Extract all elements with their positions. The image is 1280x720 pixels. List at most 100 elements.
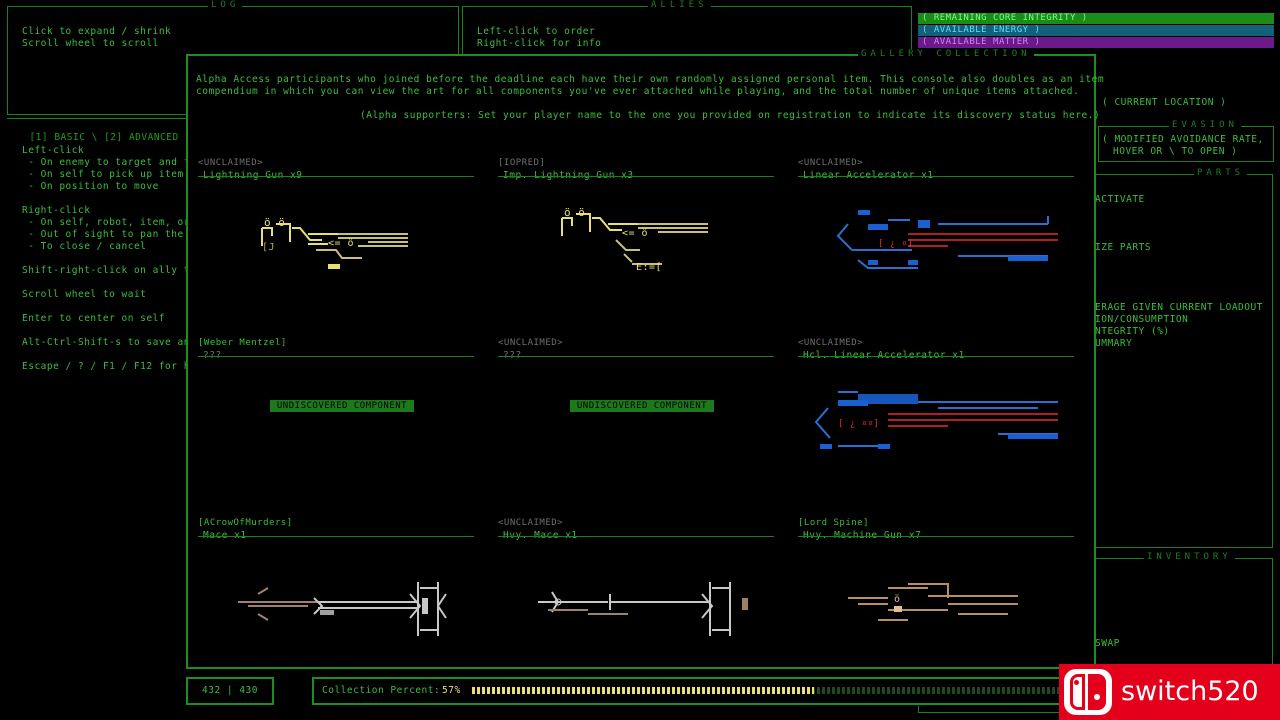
svg-text:ö: ö	[894, 594, 901, 605]
gallery-item-3[interactable]: <UNCLAIMED> Linear Accelerator x1 [ ¿ ¤]	[798, 158, 1074, 328]
item-name: Hvy. Machine Gun x7	[803, 530, 921, 541]
item-owner: [Weber Mentzel]	[198, 338, 287, 348]
item-owner: <UNCLAIMED>	[498, 338, 564, 348]
item-owner: <UNCLAIMED>	[498, 518, 564, 528]
evasion-line-2: HOVER OR \ TO OPEN )	[1113, 146, 1238, 157]
help-line-6: - On self, robot, item, or	[22, 217, 190, 228]
svg-text:E:=[: E:=[	[636, 262, 662, 273]
core-integrity-bar[interactable]: ( REMAINING CORE INTEGRITY )	[918, 13, 1274, 24]
svg-text:[J: [J	[262, 242, 275, 253]
collection-progress-track	[472, 687, 1072, 694]
gallery-item-9[interactable]: [Lord Spine] Hvy. Machine Gun x7 ö	[798, 518, 1074, 688]
item-name: Hvy. Mace x1	[503, 530, 578, 541]
svg-text:[ ¿ ¤¤]: [ ¿ ¤¤]	[838, 419, 879, 429]
parts-line-5: NTEGRITY (%)	[1095, 326, 1170, 337]
parts-panel[interactable]: PARTS ACTIVATE IZE PARTS ERAGE GIVEN CUR…	[1094, 168, 1273, 548]
help-tabs[interactable]: [1] BASIC \ [2] ADVANCED \ [	[17, 121, 204, 143]
evasion-panel[interactable]: EVASION ( MODIFIED AVOIDANCE RATE, HOVER…	[1098, 120, 1274, 162]
lightning-gun-art: ö ö <= ö [J	[261, 216, 408, 269]
gallery-item-5[interactable]: <UNCLAIMED> ??? UNDISCOVERED COMPONENT	[498, 338, 774, 508]
help-tabs-label[interactable]: [1] BASIC \ [2] ADVANCED \ [	[29, 132, 204, 143]
help-line-8: - To close / cancel	[22, 241, 147, 252]
gallery-item-6[interactable]: <UNCLAIMED> Hcl. Linear Accelerator x1 […	[798, 338, 1074, 508]
collection-percent-box: Collection Percent: 57%	[312, 677, 1096, 705]
hvy-machine-gun-art: ö	[848, 583, 1018, 621]
item-name: Lightning Gun x9	[203, 170, 303, 181]
undiscovered-label: UNDISCOVERED COMPONENT	[270, 400, 414, 412]
hcl-linear-accelerator-art: [ ¿ ¤¤]	[814, 391, 1058, 449]
allies-panel[interactable]: ALLIES Left-click to order Right-click f…	[462, 0, 912, 56]
collection-percent-label: Collection Percent:	[322, 685, 441, 696]
matter-bar[interactable]: ( AVAILABLE MATTER )	[918, 37, 1274, 48]
item-name: Mace x1	[203, 530, 247, 541]
svg-text:[ ¿ ¤]: [ ¿ ¤]	[878, 239, 914, 249]
help-line-1: Left-click	[22, 145, 85, 156]
gallery-intro-3: (Alpha supporters: Set your player name …	[360, 110, 1101, 121]
gallery-collection-window[interactable]: GALLERY COLLECTION Alpha Access particip…	[186, 49, 1104, 669]
svg-text:<= ö: <= ö	[328, 238, 354, 249]
parts-line-4: ION/CONSUMPTION	[1095, 314, 1189, 325]
item-name: Hcl. Linear Accelerator x1	[803, 350, 965, 361]
collection-count: 432 | 430	[202, 685, 258, 696]
hvy-mace-art	[538, 582, 748, 636]
help-line-9: Shift-right-click on ally t	[22, 265, 190, 276]
help-line-10: Scroll wheel to wait	[22, 289, 147, 300]
item-name: Imp. Lightning Gun x3	[503, 170, 634, 181]
inventory-swap[interactable]: SWAP	[1095, 638, 1120, 649]
gallery-item-8[interactable]: <UNCLAIMED> Hvy. Mace x1	[498, 518, 774, 688]
gallery-item-4[interactable]: [Weber Mentzel] ??? UNDISCOVERED COMPONE…	[198, 338, 474, 508]
energy-bar[interactable]: ( AVAILABLE ENERGY )	[918, 25, 1274, 36]
help-line-11: Enter to center on self	[22, 313, 166, 324]
inventory-panel[interactable]: INVENTORY SWAP	[1094, 552, 1273, 719]
help-line-3: - On self to pick up item	[22, 169, 184, 180]
gallery-intro-2: compendium in which you can view the art…	[196, 86, 1080, 97]
imp-lightning-gun-art: ö ö <= ö E:=[	[561, 206, 708, 273]
item-owner: <UNCLAIMED>	[798, 158, 864, 168]
log-line-2: Scroll wheel to scroll	[22, 38, 159, 49]
svg-text:ö ö: ö ö	[264, 216, 285, 229]
gallery-intro-1: Alpha Access participants who joined bef…	[196, 74, 1105, 85]
mace-art	[238, 582, 447, 636]
switch-logo-icon	[1064, 669, 1112, 715]
evasion-line-1: ( MODIFIED AVOIDANCE RATE,	[1102, 134, 1264, 145]
gallery-item-7[interactable]: [ACrowOfMurders] Mace x1	[198, 518, 474, 688]
watermark-badge: switch520	[1059, 664, 1280, 720]
gallery-title: GALLERY COLLECTION	[858, 49, 1034, 59]
svg-text:ö ö: ö ö	[564, 206, 585, 219]
item-owner: [Lord Spine]	[798, 518, 870, 528]
allies-title: ALLIES	[648, 0, 711, 10]
inventory-title: INVENTORY	[1144, 552, 1235, 562]
item-name: Linear Accelerator x1	[803, 170, 934, 181]
svg-text:<= ö: <= ö	[622, 228, 648, 239]
log-line-1: Click to expand / shrink	[22, 26, 172, 37]
collection-percent-value: 57%	[442, 685, 461, 696]
gallery-item-2[interactable]: [IOPRED] Imp. Lightning Gun x3 ö ö <= ö …	[498, 158, 774, 328]
undiscovered-label: UNDISCOVERED COMPONENT	[570, 400, 714, 412]
item-owner: [ACrowOfMurders]	[198, 518, 293, 528]
help-line-4: - On position to move	[22, 181, 159, 192]
help-line-2: - On enemy to target and f	[22, 157, 190, 168]
item-owner: <UNCLAIMED>	[198, 158, 264, 168]
linear-accelerator-art: [ ¿ ¤]	[836, 210, 1058, 269]
help-line-13: Escape / ? / F1 / F12 for h	[22, 361, 190, 372]
item-name: ???	[503, 350, 522, 361]
allies-line-2: Right-click for info	[477, 38, 602, 49]
collection-progress-fill	[472, 687, 814, 694]
allies-line-1: Left-click to order	[477, 26, 596, 37]
item-owner: [IOPRED]	[498, 158, 546, 168]
parts-line-2: IZE PARTS	[1095, 242, 1151, 253]
log-title: LOG	[208, 0, 243, 10]
watermark-text: switch520	[1121, 676, 1259, 707]
collection-count-box: 432 | 430	[186, 677, 274, 705]
evasion-title: EVASION	[1169, 120, 1241, 130]
parts-line-6: UMMARY	[1095, 338, 1133, 349]
gallery-item-1[interactable]: <UNCLAIMED> Lightning Gun x9 ö ö <= ö [J	[198, 158, 474, 328]
parts-line-1: ACTIVATE	[1095, 194, 1145, 205]
item-owner: <UNCLAIMED>	[798, 338, 864, 348]
current-location: ( CURRENT LOCATION )	[1102, 97, 1227, 108]
parts-line-3: ERAGE GIVEN CURRENT LOADOUT	[1095, 302, 1263, 313]
help-line-7: - Out of sight to pan the	[22, 229, 184, 240]
help-line-12: Alt-Ctrl-Shift-s to save an	[22, 337, 190, 348]
parts-title: PARTS	[1194, 168, 1248, 178]
help-line-5: Right-click	[22, 205, 91, 216]
